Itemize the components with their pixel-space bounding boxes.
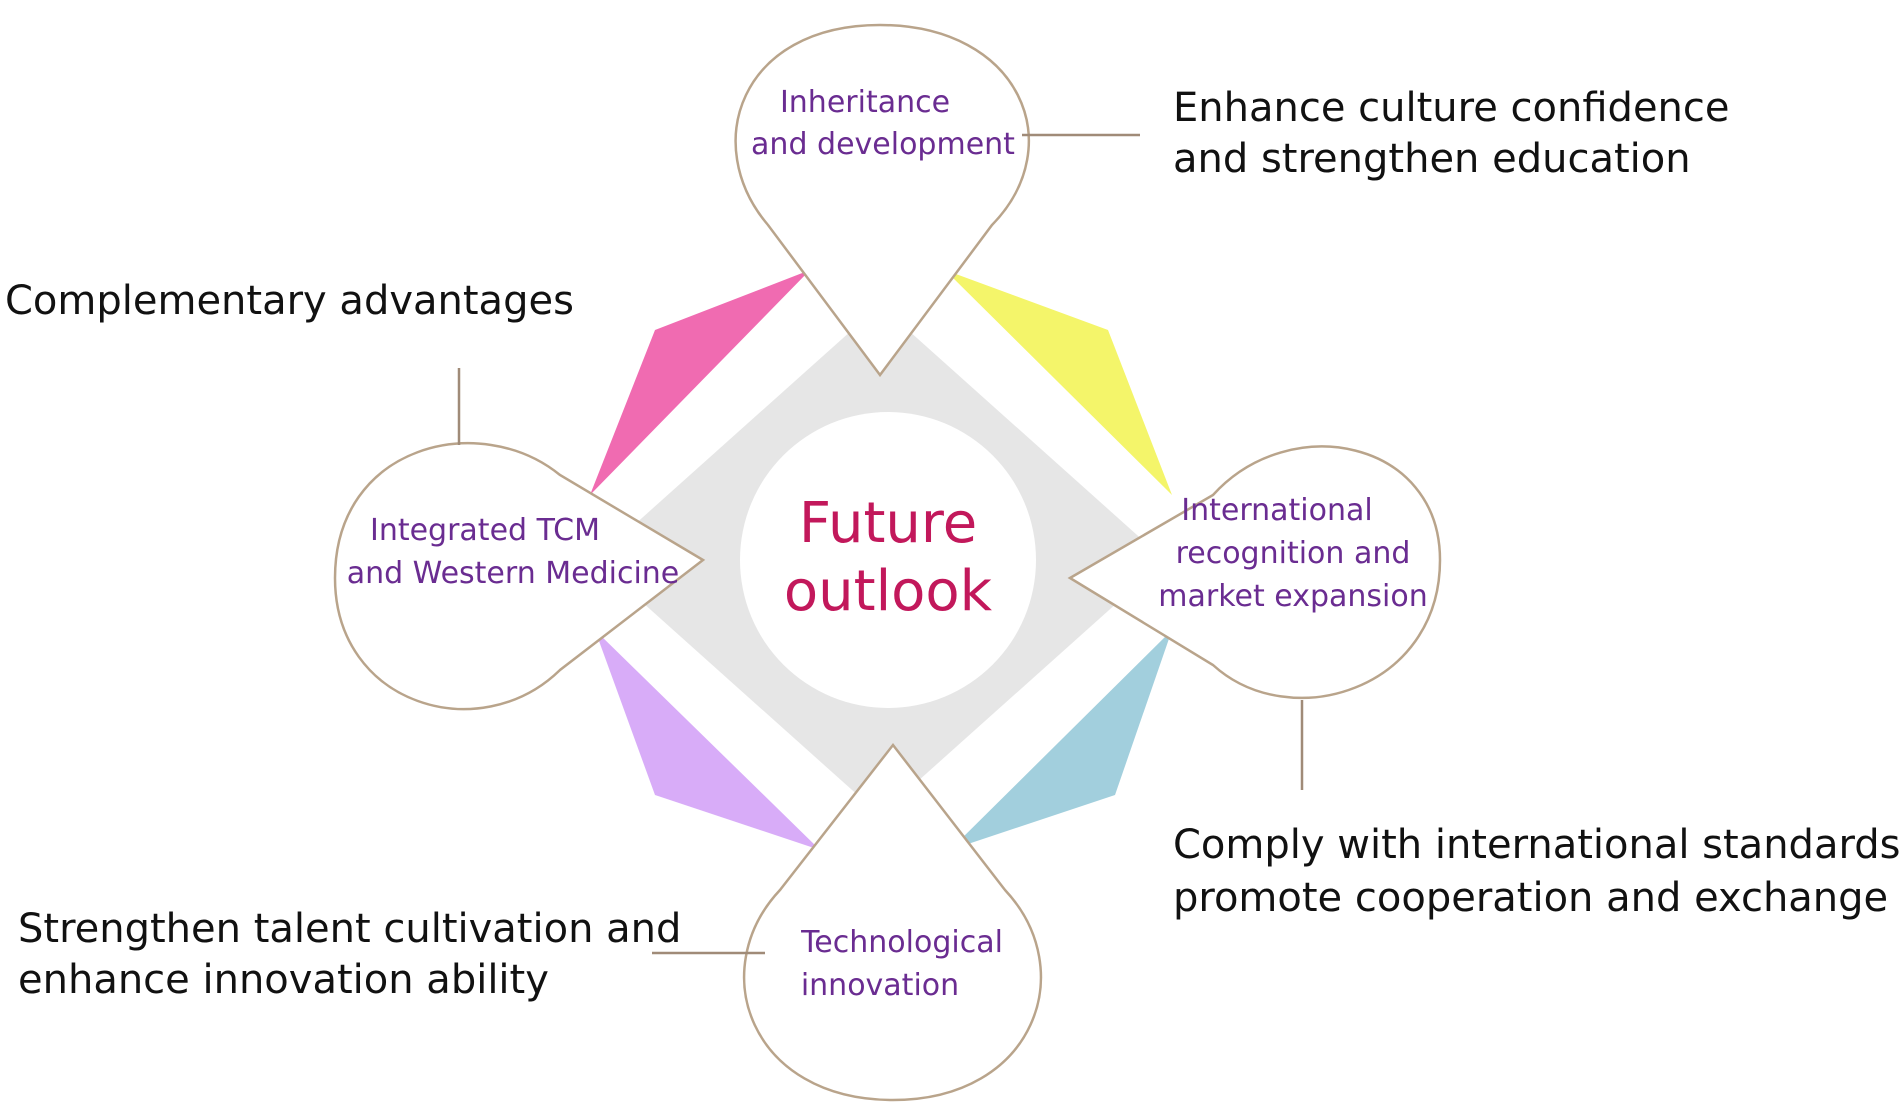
left-note-line-1: Complementary advantages [5, 278, 574, 324]
top-note-line-2: and strengthen education [1173, 136, 1691, 182]
center-circle [740, 412, 1036, 708]
right-note-line-2: promote cooperation and exchange [1173, 875, 1888, 921]
left-node-label-line-2: and Western Medicine [347, 556, 680, 591]
top-node-pin [734, 23, 1030, 378]
bottom-note-line-2: enhance innovation ability [18, 957, 549, 1003]
center-title-line-2: outlook [784, 559, 993, 624]
bottom-node-label-line-1: Technological [800, 925, 1003, 960]
bottom-node-label-line-2: innovation [801, 968, 959, 1003]
center-title-line-1: Future [799, 491, 977, 556]
top-node-label-line-2: and development [751, 127, 1015, 162]
bottom-node-pin [743, 742, 1042, 1102]
top-note-line-1: Enhance culture confidence [1173, 85, 1730, 131]
wedge-top-left [590, 270, 810, 495]
right-node-pin [1067, 445, 1442, 700]
right-node-label-line-3: market expansion [1158, 579, 1427, 614]
left-node-pin [333, 442, 706, 711]
top-node-label-line-1: Inheritance [780, 85, 950, 120]
right-node-label-line-1: International [1181, 493, 1372, 528]
wedge-bottom-left [595, 630, 820, 850]
wedge-top-right [945, 270, 1172, 495]
left-node-label-line-1: Integrated TCM [370, 513, 600, 548]
bottom-note-line-1: Strengthen talent cultivation and [18, 906, 681, 952]
wedge-bottom-right [950, 630, 1172, 850]
right-node-label-line-2: recognition and [1176, 536, 1411, 571]
right-note-line-1: Comply with international standards and [1173, 822, 1902, 868]
